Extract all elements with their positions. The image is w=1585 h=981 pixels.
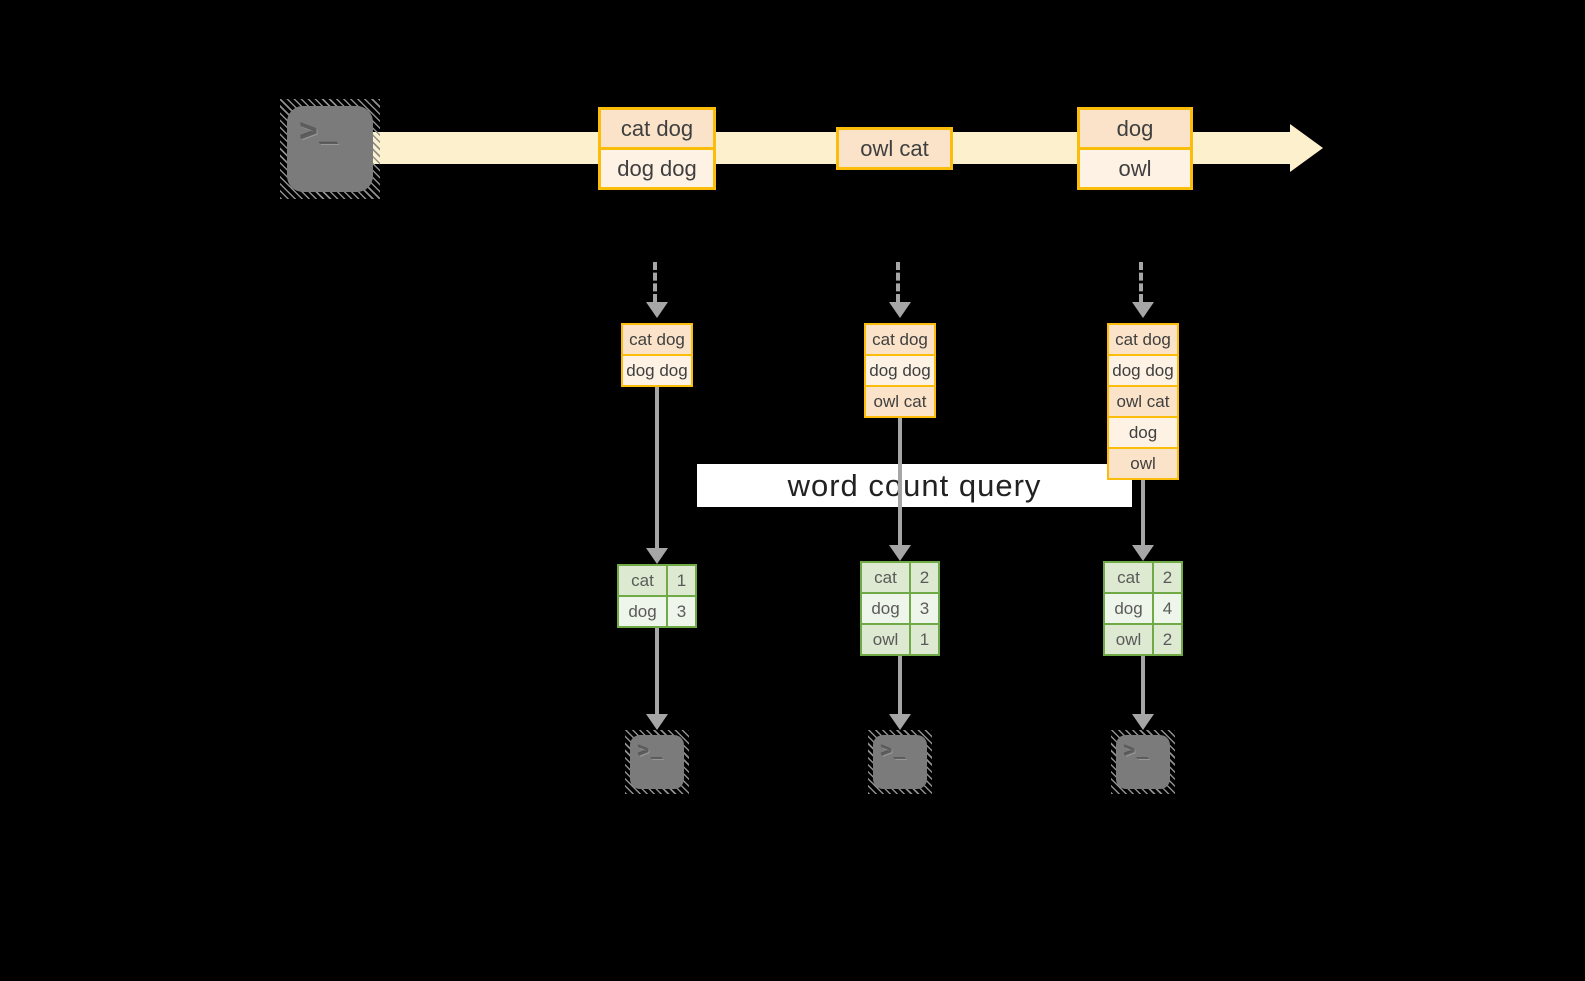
query-label: word count query — [787, 467, 1042, 503]
count-cell: 3 — [668, 597, 695, 626]
word-cell: owl — [1105, 625, 1152, 654]
word-cell: dog — [619, 597, 666, 626]
ingest-arrow-line-1 — [653, 262, 657, 302]
buffer-line: owl cat — [1109, 385, 1177, 416]
ingest-arrow-line-2 — [896, 262, 900, 302]
buffer-line: dog dog — [623, 354, 691, 385]
buffer-line: cat dog — [1109, 325, 1177, 354]
count-cell: 1 — [911, 625, 938, 654]
query-arrowhead-1 — [646, 548, 668, 564]
emit-arrow-line-2 — [898, 656, 902, 714]
emit-arrowhead-2 — [889, 714, 911, 730]
message-buffer-stack-1: cat dog dog dog — [621, 323, 693, 387]
word-count-table-3: cat 2 dog 4 owl 2 — [1103, 561, 1183, 656]
query-arrow-line-2 — [898, 418, 902, 545]
stream-message-box-2: owl cat — [836, 127, 953, 170]
count-cell: 2 — [1154, 625, 1181, 654]
buffer-line: dog — [1109, 416, 1177, 447]
stream-arrowhead-icon — [1290, 124, 1323, 172]
terminal-prompt-glyph: >_ — [881, 741, 908, 763]
stream-message-line: cat dog — [601, 110, 713, 147]
buffer-line: dog dog — [866, 354, 934, 385]
message-buffer-stack-2: cat dog dog dog owl cat — [864, 323, 936, 418]
buffer-line: cat dog — [623, 325, 691, 354]
producer-terminal-icon: >_ — [280, 99, 380, 199]
emit-arrowhead-1 — [646, 714, 668, 730]
stream-message-box-1: cat dog dog dog — [598, 107, 716, 190]
query-arrow-line-3 — [1141, 480, 1145, 545]
stream-message-line: owl — [1080, 147, 1190, 187]
stream-message-box-3: dog owl — [1077, 107, 1193, 190]
word-cell: cat — [1105, 563, 1152, 592]
buffer-line: dog dog — [1109, 354, 1177, 385]
count-cell: 2 — [1154, 563, 1181, 592]
terminal-prompt-glyph: >_ — [300, 117, 341, 151]
sink-terminal-icon-1: >_ — [625, 730, 689, 794]
buffer-line: owl cat — [866, 385, 934, 416]
ingest-arrow-line-3 — [1139, 262, 1143, 302]
terminal-icon-body — [630, 735, 684, 789]
terminal-prompt-glyph: >_ — [1124, 741, 1151, 763]
count-cell: 1 — [668, 566, 695, 595]
word-cell: dog — [862, 594, 909, 623]
buffer-line: cat dog — [866, 325, 934, 354]
emit-arrowhead-3 — [1132, 714, 1154, 730]
word-cell: cat — [619, 566, 666, 595]
sink-terminal-icon-3: >_ — [1111, 730, 1175, 794]
message-buffer-stack-3: cat dog dog dog owl cat dog owl — [1107, 323, 1179, 480]
buffer-line: owl — [1109, 447, 1177, 478]
emit-arrow-line-1 — [655, 628, 659, 714]
ingest-arrowhead-3 — [1132, 302, 1154, 318]
query-arrowhead-3 — [1132, 545, 1154, 561]
count-cell: 3 — [911, 594, 938, 623]
stream-message-line: owl cat — [839, 130, 950, 167]
query-arrowhead-2 — [889, 545, 911, 561]
word-cell: dog — [1105, 594, 1152, 623]
emit-arrow-line-3 — [1141, 656, 1145, 714]
word-count-table-1: cat 1 dog 3 — [617, 564, 697, 628]
word-cell: owl — [862, 625, 909, 654]
query-arrow-line-1 — [655, 387, 659, 548]
terminal-icon-body — [873, 735, 927, 789]
word-count-table-2: cat 2 dog 3 owl 1 — [860, 561, 940, 656]
stream-message-line: dog dog — [601, 147, 713, 187]
terminal-icon-body — [287, 106, 373, 192]
stream-message-line: dog — [1080, 110, 1190, 147]
terminal-prompt-glyph: >_ — [638, 741, 665, 763]
count-cell: 2 — [911, 563, 938, 592]
ingest-arrowhead-1 — [646, 302, 668, 318]
query-label-box: word count query — [697, 464, 1132, 507]
ingest-arrowhead-2 — [889, 302, 911, 318]
sink-terminal-icon-2: >_ — [868, 730, 932, 794]
count-cell: 4 — [1154, 594, 1181, 623]
terminal-icon-body — [1116, 735, 1170, 789]
word-cell: cat — [862, 563, 909, 592]
